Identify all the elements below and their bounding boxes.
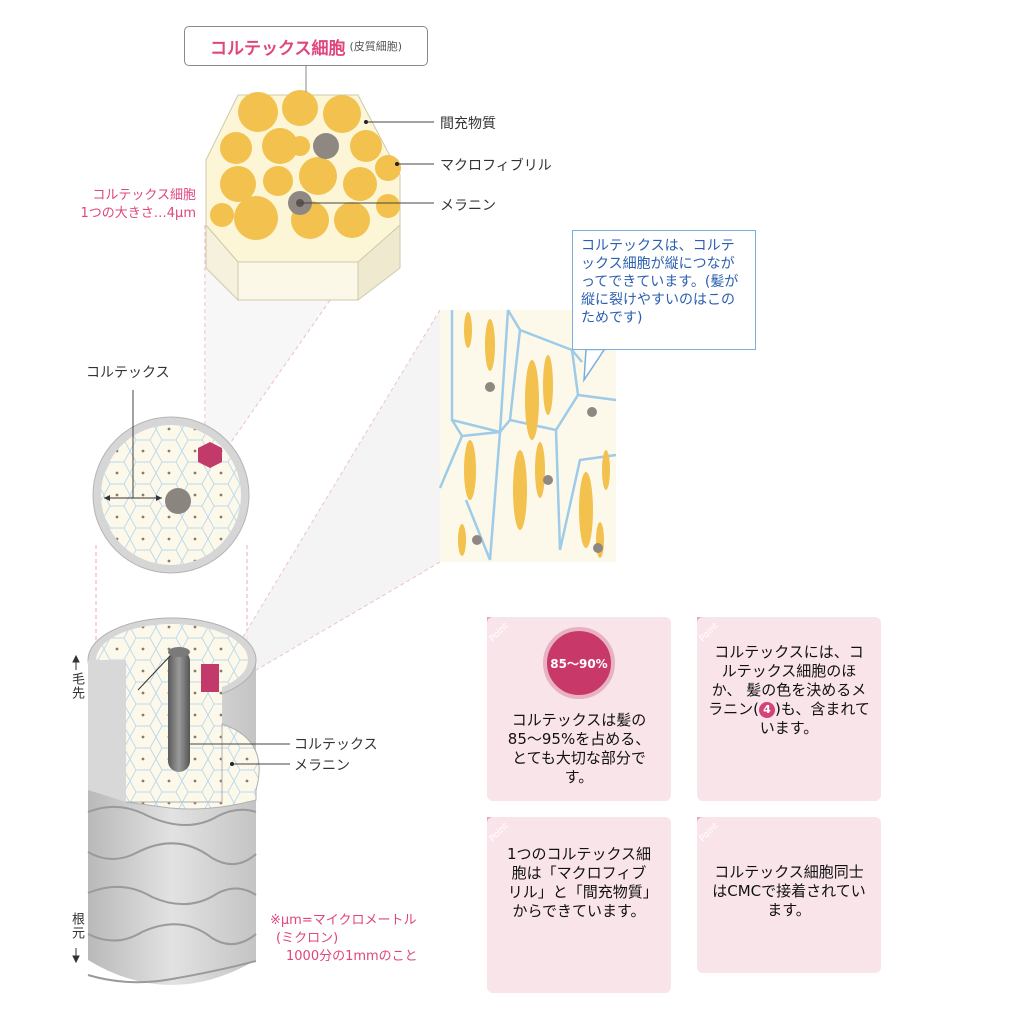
size-note-line-1: コルテックス細胞 [92, 188, 196, 203]
point-card-2-text-before: コルテックスには、コルテックス細胞のほか、 髪の色を決めるメラニン( [708, 643, 867, 718]
hair-shaft [87, 617, 290, 985]
point-card-3: Point 1つのコルテックス細胞は「マクロフィブリル」と「間充物質」からできて… [487, 817, 671, 993]
percentage-badge: 85〜90% [543, 627, 615, 699]
point-card-3-text: 1つのコルテックス細胞は「マクロフィブリル」と「間充物質」からできています。 [506, 845, 652, 920]
micron-note-line-1: ※μm=マイクロメートル [270, 913, 417, 928]
label-root: 根元 [69, 912, 84, 940]
size-note-line-2: 1つの大きさ…4μm [80, 206, 196, 221]
point-card-2: Point コルテックスには、コルテックス細胞のほか、 髪の色を決めるメラニン(… [697, 617, 881, 801]
direction-arrows [72, 654, 80, 964]
point-tag-label: Point [487, 621, 511, 645]
label-melanin-lower: メラニン [294, 758, 350, 774]
micron-note-line-3: 1000分の1mmのこと [286, 949, 418, 964]
point-card-2-text: コルテックスには、コルテックス細胞のほか、 髪の色を決めるメラニン(4)も、含ま… [697, 643, 881, 738]
diagram-title: コルテックス細胞 [209, 38, 346, 59]
micron-note: ※μm=マイクロメートル (ミクロン) 1000分の1mmのこと [270, 912, 418, 966]
point-tag-label: Point [487, 821, 511, 845]
micron-note-line-2: (ミクロン) [276, 931, 339, 946]
label-cortex-circle: コルテックス [86, 365, 170, 381]
label-matrix: 間充物質 [440, 116, 496, 132]
diagram-title-sub: (皮質細胞) [349, 40, 403, 53]
point-card-1: Point 85〜90% コルテックスは髪の85〜95%を占める、とても大切な部… [487, 617, 671, 801]
label-tip: 毛先 [69, 672, 84, 700]
point-card-1-text: コルテックスは髪の85〜95%を占める、とても大切な部分です。 [507, 711, 651, 786]
label-melanin-top: メラニン [440, 198, 496, 214]
reference-number: 4 [763, 702, 771, 716]
label-macrofibril: マクロフィブリル [440, 158, 552, 174]
diagram-title-box: コルテックス細胞 (皮質細胞) [184, 26, 428, 66]
cortex-cell-prism [205, 90, 434, 302]
point-card-2-text-after: )も、含まれています。 [759, 700, 870, 737]
percentage-badge-text: 85〜90% [550, 656, 608, 671]
point-tag-label: Point [697, 621, 721, 645]
point-card-4: Point コルテックス細胞同士はCMCで接着されています。 [697, 817, 881, 973]
point-tag-label: Point [697, 821, 721, 845]
label-cortex-lower: コルテックス [294, 737, 378, 753]
explanation-bubble: コルテックスは、コルテックス細胞が縦につながってできています。(髪が縦に裂けやす… [572, 230, 756, 350]
hair-cross-section [92, 390, 250, 574]
point-card-4-text: コルテックス細胞同士はCMCで接着されています。 [712, 863, 866, 919]
reference-4-icon[interactable]: 4 [758, 701, 775, 718]
size-note: コルテックス細胞 1つの大きさ…4μm [80, 187, 196, 223]
